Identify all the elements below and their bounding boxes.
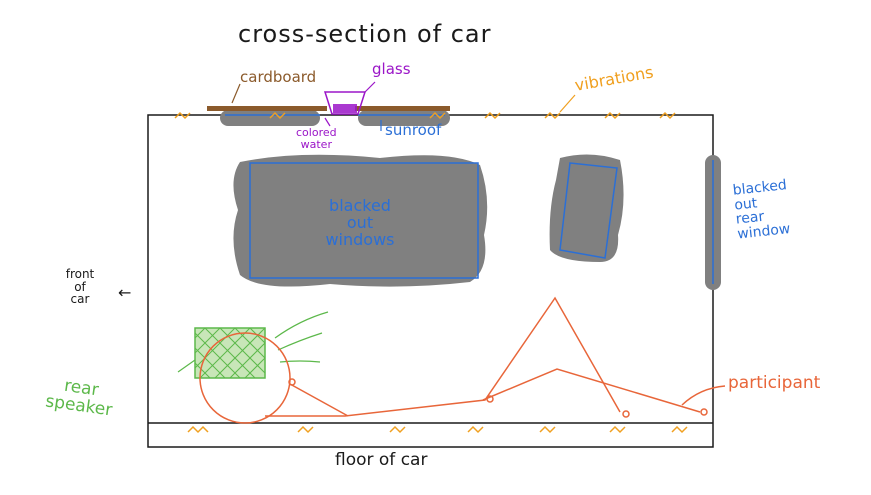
front-of-car-label: front of car — [65, 267, 95, 307]
vibration-marks-roof — [174, 94, 676, 120]
vibration-marks-floor — [187, 425, 688, 434]
blacked-out-middle-window — [549, 154, 624, 262]
sunroof-label: sunroof — [385, 121, 442, 139]
floor-of-car-label: floor of car — [335, 450, 428, 470]
blacked-out-rear-window-label: blacked out rear window — [732, 177, 792, 243]
rear-speaker — [177, 311, 329, 379]
blacked-out-windows — [233, 154, 488, 287]
glass-with-colored-water — [323, 81, 376, 127]
blacked-out-windows-label: blacked out windows — [325, 196, 395, 249]
glass-label: glass — [372, 60, 411, 78]
blacked-out-rear-window — [705, 155, 721, 290]
participant-label: participant — [728, 373, 821, 393]
cardboard-strip — [207, 83, 450, 111]
front-direction-arrow: ← — [118, 283, 132, 302]
cardboard-label: cardboard — [240, 68, 317, 86]
participant-figure — [199, 296, 726, 424]
colored-water-label: colored water — [296, 126, 337, 151]
diagram-title: cross-section of car — [238, 20, 492, 48]
